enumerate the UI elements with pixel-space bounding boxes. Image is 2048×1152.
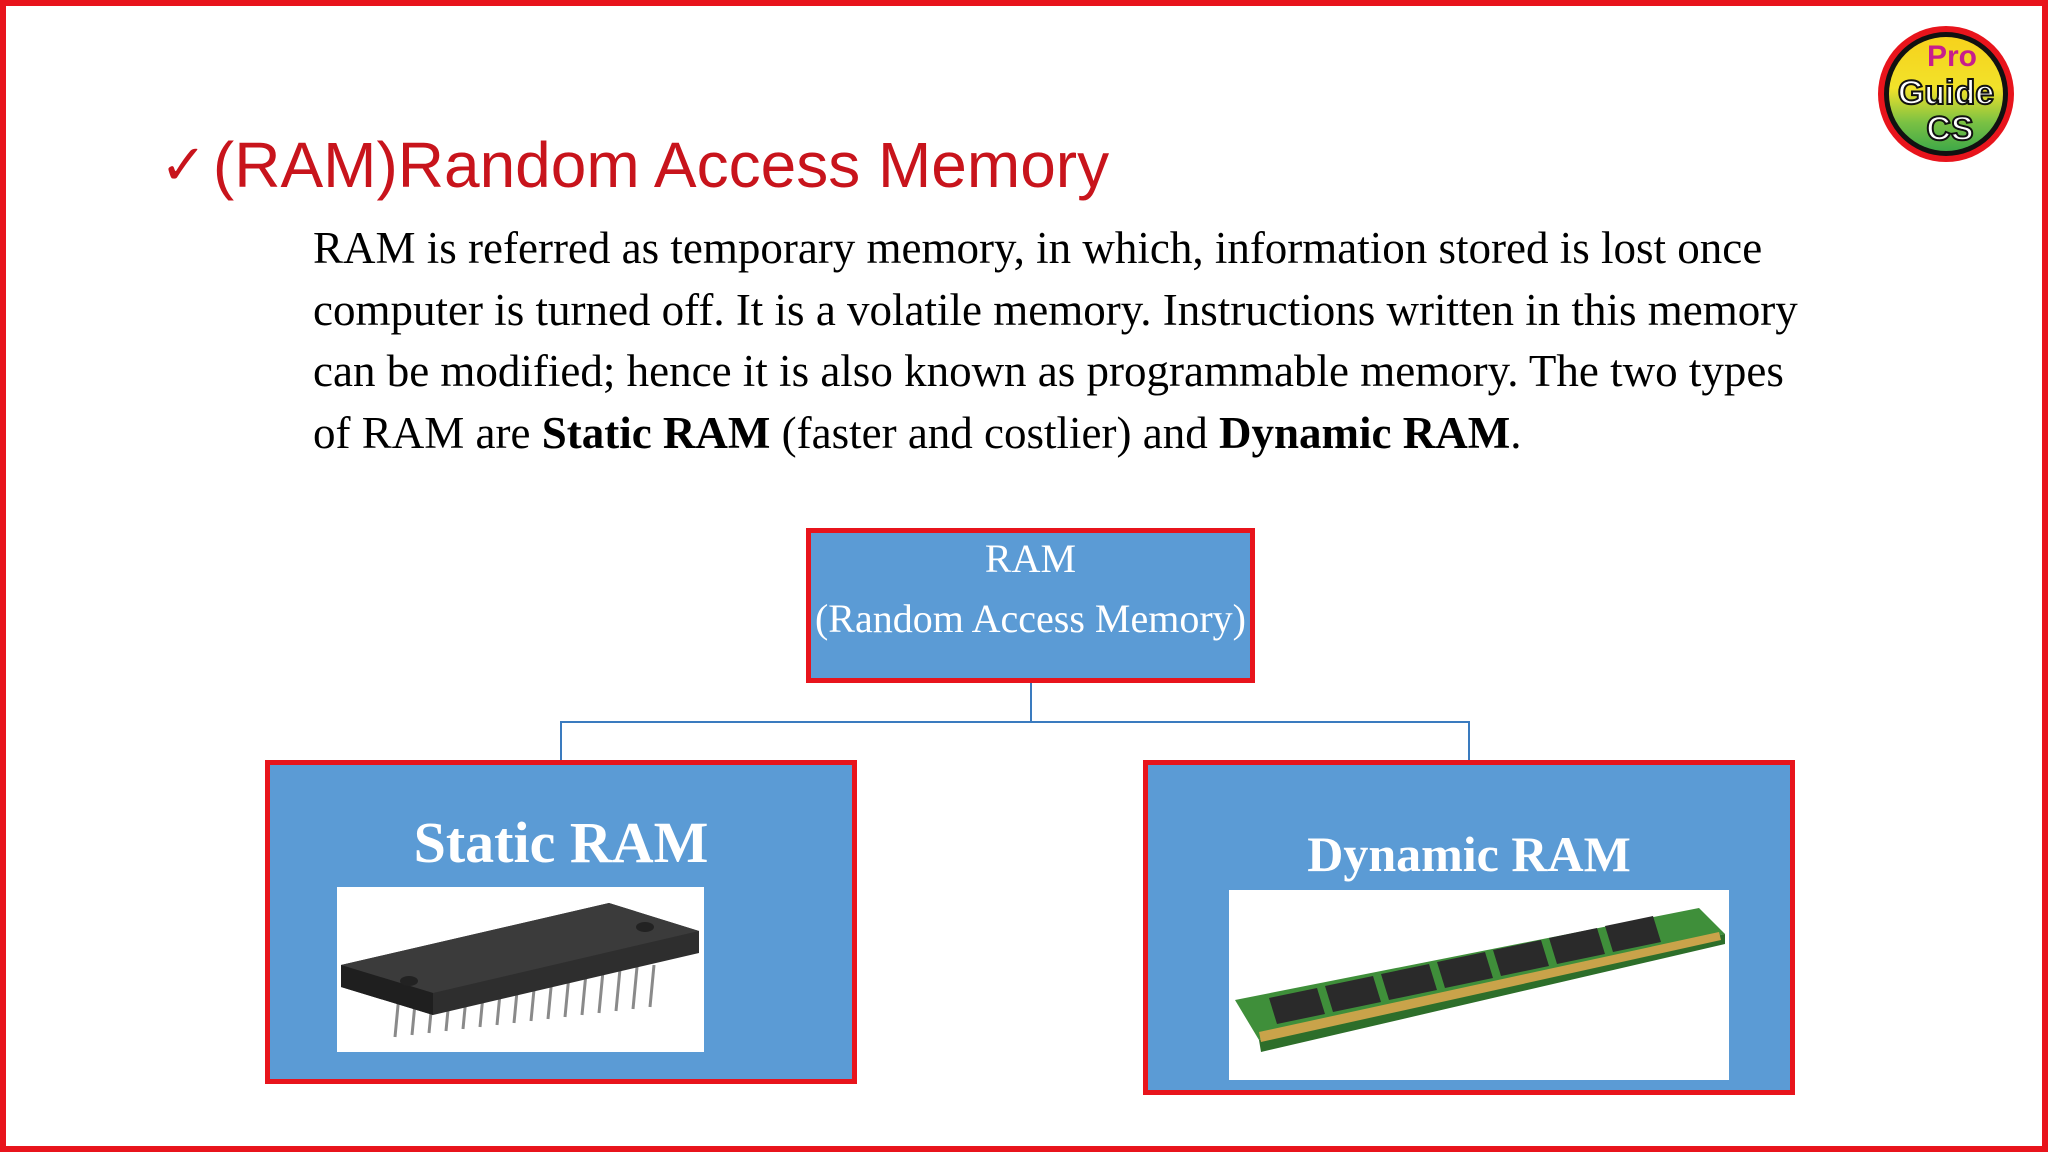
svg-text:Pro: Pro <box>1927 40 1977 73</box>
svg-text:Guide: Guide <box>1898 74 1994 112</box>
description-paragraph: RAM is referred as temporary memory, in … <box>313 218 1813 464</box>
svg-text:CS: CS <box>1926 110 1973 148</box>
static-ram-box: Static RAM <box>265 760 857 1084</box>
dynamic-ram-term: Dynamic RAM <box>1218 407 1511 458</box>
root-label-line2: (Random Access Memory) <box>814 596 1246 641</box>
pro-guide-cs-logo: Pro Guide CS <box>1878 26 2014 162</box>
root-label-line1: RAM <box>984 536 1077 581</box>
static-ram-chip-image <box>337 887 704 1052</box>
paragraph-text-1: RAM is referred as temporary memory, in … <box>313 223 1798 458</box>
paragraph-text-3: . <box>1510 407 1522 458</box>
dynamic-ram-label: Dynamic RAM <box>1307 826 1631 882</box>
slide-title-text: (RAM)Random Access Memory <box>212 129 1110 201</box>
slide-title: ✓ (RAM)Random Access Memory <box>160 125 1109 205</box>
dynamic-ram-box: Dynamic RAM <box>1143 760 1795 1095</box>
ram-root-box: RAM (Random Access Memory) <box>806 528 1255 683</box>
dynamic-ram-module-image <box>1229 890 1729 1080</box>
paragraph-text-2: (faster and costlier) and <box>770 407 1219 458</box>
checkmark-icon: ✓ <box>160 132 207 198</box>
static-ram-label: Static RAM <box>413 810 709 875</box>
static-ram-term: Static RAM <box>541 407 771 458</box>
